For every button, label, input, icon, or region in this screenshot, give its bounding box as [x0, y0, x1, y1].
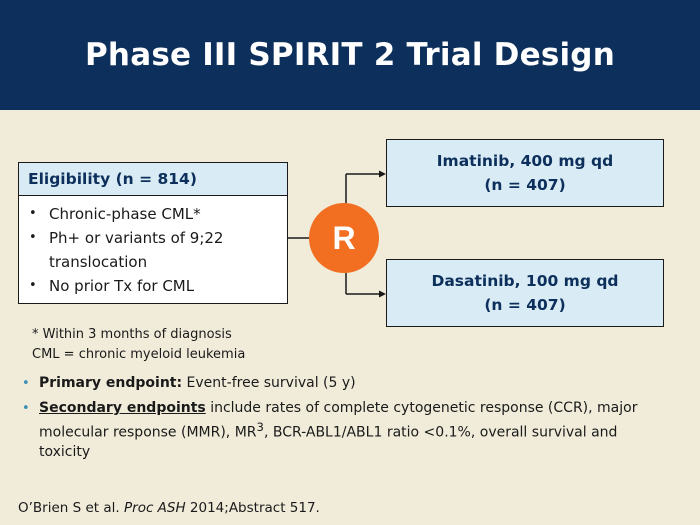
primary-endpoint: Primary endpoint: Event-free survival (5… [22, 374, 672, 393]
eligibility-list: Chronic-phase CML* Ph+ or variants of 9;… [19, 202, 287, 298]
secondary-endpoints-label: Secondary endpoints [39, 400, 206, 416]
arm-drug-label: Dasatinib, 100 mg qd [431, 272, 619, 290]
eligibility-box: Eligibility (n = 814) Chronic-phase CML*… [18, 162, 288, 304]
title-bar: Phase III SPIRIT 2 Trial Design [0, 0, 700, 110]
mr-superscript: 3 [256, 420, 264, 434]
arm-n-label: (n = 407) [484, 176, 566, 194]
footnote-timing: * Within 3 months of diagnosis [32, 327, 232, 342]
arm-n-label: (n = 407) [484, 296, 566, 314]
citation: O’Brien S et al. Proc ASH 2014;Abstract … [18, 500, 320, 516]
arrowhead-arm-1 [379, 170, 386, 178]
eligibility-item: Ph+ or variants of 9;22 translocation [27, 226, 287, 274]
eligibility-item: Chronic-phase CML* [27, 202, 287, 226]
secondary-endpoints: Secondary endpoints include rates of com… [22, 399, 672, 462]
citation-details: 2014;Abstract 517. [185, 500, 320, 516]
primary-endpoint-text: Event-free survival (5 y) [182, 375, 356, 391]
endpoints-list: Primary endpoint: Event-free survival (5… [22, 374, 672, 468]
arrowhead-arm-2 [379, 290, 386, 298]
eligibility-item: No prior Tx for CML [27, 274, 287, 298]
eligibility-header: Eligibility (n = 814) [19, 163, 287, 196]
arm-dasatinib-box: Dasatinib, 100 mg qd (n = 407) [386, 259, 664, 327]
arm-imatinib-box: Imatinib, 400 mg qd (n = 407) [386, 139, 664, 207]
citation-journal: Proc ASH [124, 500, 186, 516]
arm-drug-label: Imatinib, 400 mg qd [436, 152, 614, 170]
footnotes: * Within 3 months of diagnosis CML = chr… [32, 325, 245, 365]
slide-title: Phase III SPIRIT 2 Trial Design [85, 37, 615, 73]
randomization-circle: R [309, 203, 379, 273]
citation-authors: O’Brien S et al. [18, 500, 124, 516]
primary-endpoint-label: Primary endpoint: [39, 375, 183, 391]
randomization-label: R [332, 219, 356, 256]
secondary-endpoints-text-cont: , BCR-ABL1/ABL1 ratio <0.1%, overall sur… [39, 424, 618, 460]
footnote-abbreviation: CML = chronic myeloid leukemia [32, 347, 246, 362]
secondary-endpoints-text: include rates of complete cytogenetic re… [39, 400, 638, 441]
